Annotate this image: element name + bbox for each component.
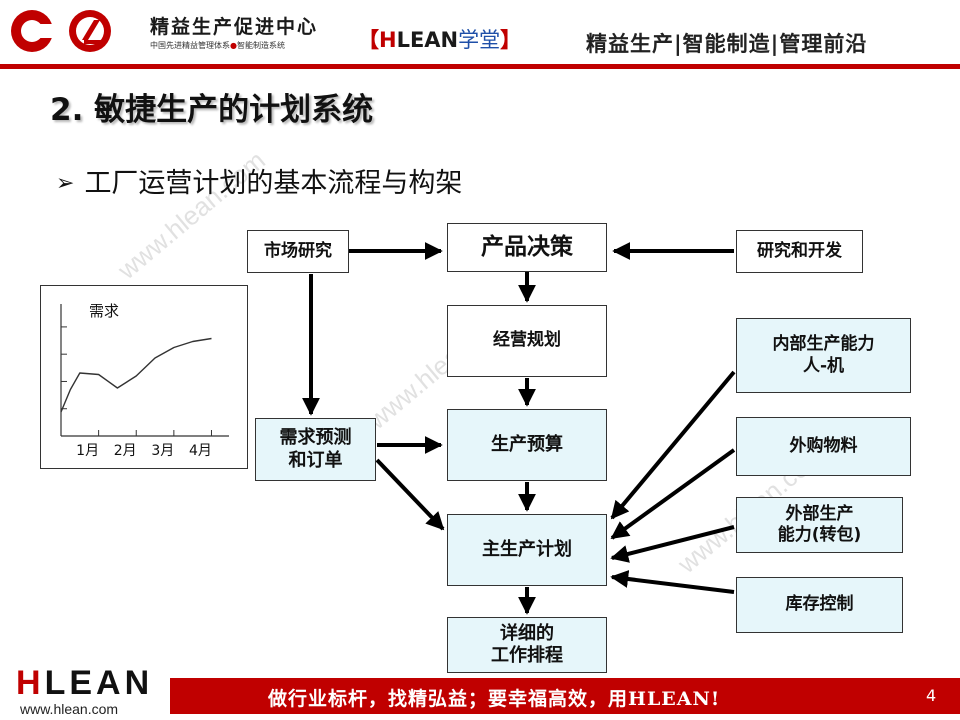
x-tick-label: 1月 xyxy=(76,443,99,459)
academy-bracket-open: 【 xyxy=(358,28,379,52)
box-market-research: 市场研究 xyxy=(247,230,349,273)
arrow-forecast-to-master xyxy=(375,458,445,531)
bullet-arrow-icon: ➢ xyxy=(56,171,75,196)
header: 精益生产促进中心 中国先进精益管理体系●智能制造系统 【HLEAN学堂】 精益生… xyxy=(0,0,960,69)
footer-logo-rest: LEAN xyxy=(44,664,154,702)
brand-sub-left: 中国先进精益管理体系 xyxy=(150,41,230,50)
bullet-point: ➢ 工厂运营计划的基本流程与构架 xyxy=(56,161,462,200)
academy-h: H xyxy=(379,28,397,52)
page-number: 4 xyxy=(926,686,937,705)
demand-chart-plot: 1月 2月 3月 4月 需求 xyxy=(60,302,229,459)
x-tick-label: 4月 xyxy=(189,443,212,459)
slide-title: 2. 敏捷生产的计划系统 xyxy=(50,92,374,128)
demand-series-line xyxy=(60,337,212,413)
box-inventory-control: 库存控制 xyxy=(736,577,903,633)
arrow-inventory-to-master xyxy=(610,570,735,594)
box-internal-capacity: 内部生产能力 人-机 xyxy=(736,318,911,393)
header-divider xyxy=(0,64,960,69)
brand-subtitle: 中国先进精益管理体系●智能制造系统 xyxy=(150,40,285,51)
hlean-academy-label: 【HLEAN学堂】 xyxy=(358,24,521,54)
box-purchased-materials: 外购物料 xyxy=(736,417,911,476)
box-external-capacity: 外部生产 能力(转包) xyxy=(736,497,903,553)
box-product-decision: 产品决策 xyxy=(447,223,607,272)
academy-cn: 学堂 xyxy=(458,28,501,52)
brand-name: 精益生产促进中心 xyxy=(150,16,319,38)
arrow-internal-to-master xyxy=(610,370,736,520)
bullet-text: 工厂运营计划的基本流程与构架 xyxy=(84,168,463,199)
x-tick-label: 2月 xyxy=(114,443,137,459)
box-master-schedule: 主生产计划 xyxy=(447,514,607,586)
box-detailed-schedule: 详细的 工作排程 xyxy=(447,617,607,673)
footer-url[interactable]: www.hlean.com xyxy=(20,701,119,717)
y-axis-label: 需求 xyxy=(89,302,119,320)
company-logo-icon xyxy=(11,10,111,52)
x-tick-label: 3月 xyxy=(151,443,174,459)
box-business-planning: 经营规划 xyxy=(447,305,607,377)
brand-sub-right: 智能制造系统 xyxy=(236,41,285,50)
footer-logo: HLEAN xyxy=(16,664,153,703)
demand-chart: 1月 2月 3月 4月 需求 xyxy=(40,285,248,469)
footer-slogan: 做行业标杆，找精弘益；要幸福高效，用HLEAN! xyxy=(268,688,721,710)
box-demand-forecast: 需求预测 和订单 xyxy=(255,418,376,481)
box-rnd: 研究和开发 xyxy=(736,230,863,273)
header-slogan: 精益生产|智能制造|管理前沿 xyxy=(586,32,868,56)
academy-lean: LEAN xyxy=(396,28,459,52)
footer-logo-h: H xyxy=(16,664,45,702)
academy-bracket-close: 】 xyxy=(500,28,522,52)
box-production-budget: 生产预算 xyxy=(447,409,607,481)
brand-sub-dot: ● xyxy=(230,41,237,50)
footer-bar xyxy=(170,678,960,714)
